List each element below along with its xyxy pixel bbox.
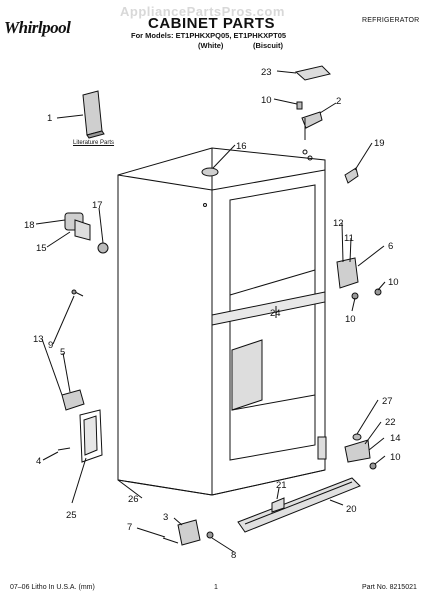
callout-13: 13: [33, 334, 44, 345]
callout-22: 22: [385, 417, 396, 428]
category-label: REFRIGERATOR: [362, 17, 420, 24]
callout-23: 23: [261, 67, 272, 78]
footer-print-info: 07–06 Litho In U.S.A. (mm): [10, 584, 95, 591]
callout-2: 2: [336, 96, 341, 107]
callout-25: 25: [66, 510, 77, 521]
callout-18: 18: [24, 220, 35, 231]
callout-16: 16: [236, 141, 247, 152]
part-11-12-6: [336, 257, 382, 300]
callout-numbers: 1 2 3 4 5 6 7 8 9 10 10 10 10 11 12 13 1…: [24, 67, 401, 561]
callout-24: 24: [270, 308, 281, 319]
callout-17: 17: [92, 200, 103, 211]
callout-1: 1: [47, 113, 52, 124]
callout-15: 15: [36, 243, 47, 254]
callout-4: 4: [36, 456, 41, 467]
part-2: [296, 101, 323, 140]
literature-parts: [82, 90, 105, 139]
footer-page-number: 1: [214, 584, 218, 591]
callout-8: 8: [231, 550, 236, 561]
part-18-15-17: [64, 212, 109, 254]
cabinet-body: [117, 147, 326, 496]
callout-20: 20: [346, 504, 357, 515]
callout-10b: 10: [388, 277, 399, 288]
callout-9: 9: [48, 340, 53, 351]
variant-biscuit: (Biscuit): [253, 41, 283, 50]
callout-12: 12: [333, 218, 344, 229]
callout-10a: 10: [261, 95, 272, 106]
callout-27: 27: [382, 396, 393, 407]
callout-3: 3: [163, 512, 168, 523]
callout-5: 5: [60, 347, 65, 358]
callout-10c: 10: [345, 314, 356, 325]
models-line: For Models: ET1PHKXPQ05, ET1PHKXPT05: [131, 31, 287, 40]
variant-white: (White): [198, 41, 224, 50]
watermark: AppliancePartsPros.com: [120, 4, 285, 19]
callout-6: 6: [388, 241, 393, 252]
callout-14: 14: [390, 433, 401, 444]
literature-parts-label: Literature Parts: [73, 140, 115, 146]
callout-19: 19: [374, 138, 385, 149]
page-title: CABINET PARTS: [148, 15, 276, 32]
callout-26: 26: [128, 494, 139, 505]
callout-10d: 10: [390, 452, 401, 463]
brand-logo: Whirlpool: [4, 18, 71, 37]
callout-7: 7: [127, 522, 132, 533]
callout-11: 11: [344, 233, 354, 244]
part-23: [294, 65, 331, 81]
footer-part-number: Part No. 8215021: [362, 584, 417, 591]
callout-21: 21: [276, 480, 287, 491]
part-14-22-27: [317, 433, 377, 470]
